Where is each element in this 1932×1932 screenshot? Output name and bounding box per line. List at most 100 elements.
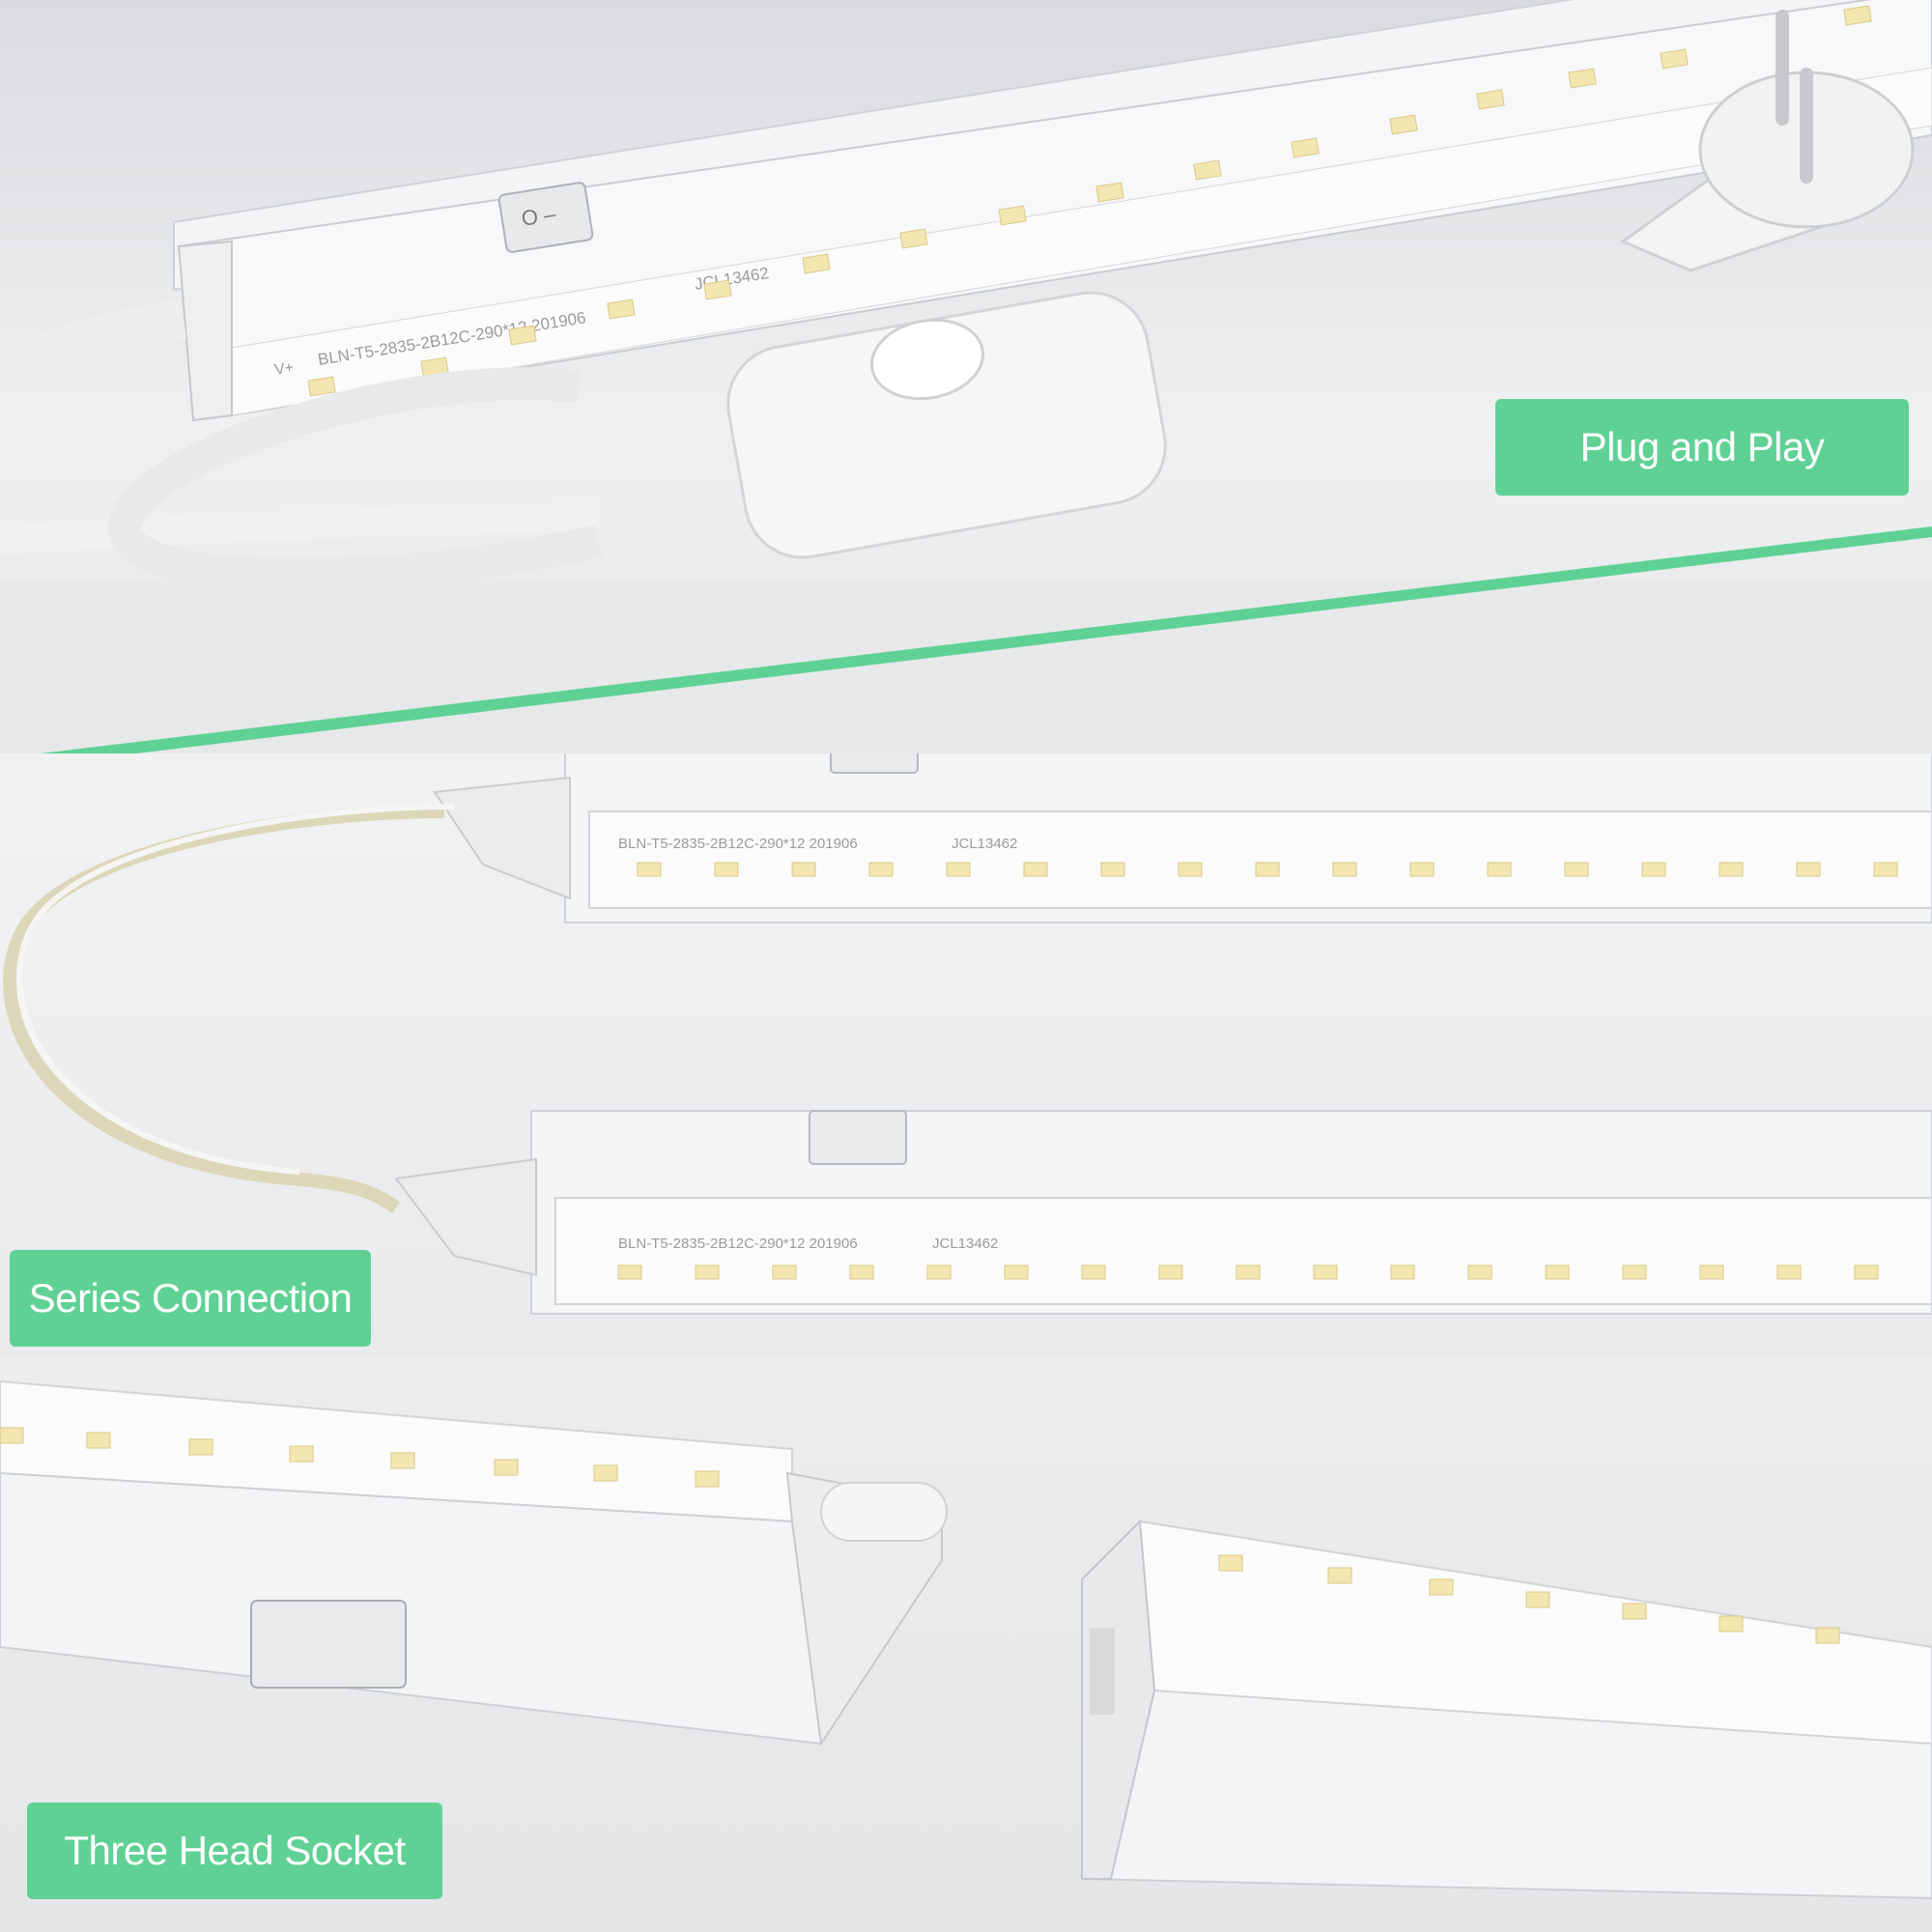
led-row [617,1264,1879,1280]
led-chip [1236,1264,1261,1280]
led-chip [998,205,1027,226]
power-cable [0,298,186,386]
led-chip [1622,1603,1647,1620]
led-chip [1699,1264,1724,1280]
led-chip [802,253,831,274]
series-connection-label: Series Connection [10,1250,371,1347]
led-chip [1178,862,1203,877]
led-chip [1843,5,1872,26]
led-chip [1622,1264,1647,1280]
led-chip [1854,1264,1879,1280]
led-chip [390,1452,415,1469]
three-head-socket-scene [0,1379,1932,1900]
socket-port-icon [820,1482,948,1542]
pcb-model-text: BLN-T5-2835-2B12C-290*12 201906 [618,836,858,852]
led-chip [1564,862,1589,877]
led-chip [1100,862,1125,877]
led-chip [593,1464,618,1482]
led-chip [1719,1615,1744,1633]
plug-and-play-panel: O – BLN-T5-2835-2B12C-290*12 201906 JCL1… [0,0,1932,763]
series-connection-panel: BLN-T5-2835-2B12C-290*12 201906 JCL13462 [0,753,1932,1362]
led-chip [849,1264,874,1280]
power-cable-loop [0,502,600,555]
led-chip [1255,862,1280,877]
led-chip [1291,137,1320,158]
led-chip [607,298,636,320]
led-chip [1158,1264,1183,1280]
led-chip [1815,1627,1840,1644]
rocker-switch-icon [250,1600,407,1689]
rocker-switch-symbol: O – [520,201,558,230]
led-chip [868,862,894,877]
led-chip [695,1470,720,1488]
led-chip [1719,862,1744,877]
led-chip [791,862,816,877]
rocker-switch-icon [497,182,594,253]
led-chip [1004,1264,1029,1280]
three-head-socket-label: Three Head Socket [27,1803,442,1899]
led-chip [703,279,732,300]
pcb-code-text: JCL13462 [932,1236,998,1252]
led-chip [926,1264,952,1280]
plug-pin-icon [1800,68,1813,184]
series-cable-highlight [16,804,455,1175]
led-chip [1095,182,1124,203]
led-chip [188,1438,213,1456]
led-chip [1081,1264,1106,1280]
led-chip [494,1459,519,1476]
led-chip [695,1264,720,1280]
led-chip [617,1264,642,1280]
surface-reflection [0,580,1932,763]
three-head-socket-panel: Three Head Socket [0,1357,1932,1932]
led-chip [714,862,739,877]
led-chip [1389,114,1418,135]
pcb-vplus-text: V+ [273,359,295,379]
led-chip [289,1445,314,1463]
plug-and-play-scene: O – BLN-T5-2835-2B12C-290*12 201906 JCL1… [0,0,1932,763]
led-row [637,862,1898,877]
rocker-switch-icon [830,753,919,774]
rocker-switch-icon [809,1110,907,1165]
tube-upper-strip [588,810,1932,909]
led-chip [307,376,336,397]
socket-port-icon [1090,1628,1115,1715]
pcb-model-text: BLN-T5-2835-2B12C-290*12 201906 [618,1236,858,1252]
led-chip [946,862,971,877]
led-chip [1525,1591,1550,1608]
led-chip [1409,862,1435,877]
led-row [1218,1554,1840,1644]
led-chip [1796,862,1821,877]
series-cable [3,805,445,1213]
tube-right-socket-end [1081,1519,1156,1880]
led-chip [1476,89,1505,110]
led-chip [1023,862,1048,877]
led-chip [508,325,537,346]
led-chip [772,1264,797,1280]
led-chip [1487,862,1512,877]
led-chip [1327,1567,1352,1584]
led-chip [1429,1578,1454,1596]
led-chip [1313,1264,1338,1280]
tube-end-cap [177,240,233,422]
led-chip [1873,862,1898,877]
led-chip [86,1432,111,1449]
tube-lower-strip [554,1197,1932,1305]
pcb-code-text: JCL13462 [952,836,1017,852]
led-chip [1390,1264,1415,1280]
led-chip [637,862,662,877]
tube-lower-connector [394,1157,537,1277]
plug-and-play-label: Plug and Play [1495,399,1909,496]
series-connection-scene: BLN-T5-2835-2B12C-290*12 201906 JCL13462 [3,753,1932,1315]
led-chip [1218,1554,1243,1572]
plug-pin-icon [1776,10,1789,126]
inline-switch-button-icon [869,318,985,401]
led-chip [1332,862,1357,877]
led-chip [1660,48,1689,70]
led-chip [1776,1264,1802,1280]
led-chip [1545,1264,1570,1280]
led-row [0,1427,720,1488]
led-chip [1467,1264,1492,1280]
led-chip [1568,68,1597,89]
led-chip [0,1427,24,1444]
led-chip [1641,862,1666,877]
